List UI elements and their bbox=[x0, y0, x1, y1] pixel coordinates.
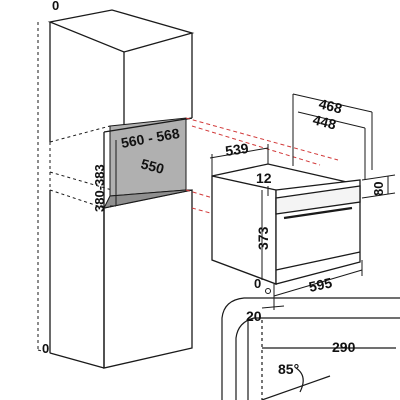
label-bottom-zero: 0 bbox=[42, 341, 49, 356]
cabinet-top bbox=[47, 9, 195, 53]
cavity-top-front bbox=[103, 117, 193, 133]
detail-inner-outline bbox=[235, 317, 400, 400]
label-front-zero: 0 bbox=[254, 276, 261, 291]
label-top-zero: 0 bbox=[52, 0, 59, 13]
oven bbox=[211, 163, 361, 285]
label-oven-depth-outer: 468 bbox=[317, 95, 344, 116]
label-door-angle: 85° bbox=[278, 361, 299, 377]
oven-handle bbox=[283, 206, 353, 220]
anchor-point bbox=[265, 288, 271, 294]
label-panel-height: 80 bbox=[371, 182, 386, 196]
label-cavity-width: 550 bbox=[139, 155, 166, 177]
label-oven-width-top: 539 bbox=[224, 140, 250, 159]
label-front-offset: 20 bbox=[246, 308, 262, 324]
oven-control-panel bbox=[275, 185, 361, 215]
label-top-offset: 12 bbox=[256, 170, 272, 186]
detail-inset bbox=[221, 297, 400, 400]
oven-door-bottom bbox=[275, 251, 361, 271]
cabinet-bottom-left bbox=[49, 352, 105, 369]
dimension-lines bbox=[110, 93, 396, 310]
label-oven-height: 373 bbox=[255, 226, 271, 250]
cabinet-lower-front bbox=[103, 189, 193, 369]
label-oven-depth-inner: 448 bbox=[311, 111, 338, 132]
detail-door-line bbox=[261, 375, 331, 400]
label-oven-width: 595 bbox=[307, 274, 333, 295]
label-cavity-height: 380-383 bbox=[92, 164, 107, 212]
cabinet-hidden-lines bbox=[37, 22, 113, 354]
detail-angle-arc bbox=[295, 367, 304, 393]
detail-outline bbox=[221, 297, 400, 400]
label-detail-depth: 290 bbox=[332, 339, 356, 355]
